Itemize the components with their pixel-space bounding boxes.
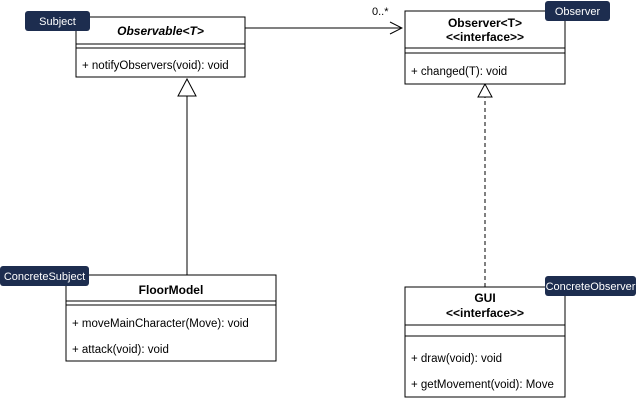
association-multiplicity: 0..* [372,6,389,18]
class-observable-method: + notifyObservers(void): void [82,60,229,72]
role-tag-concrete-subject-label: ConcreteSubject [4,271,85,283]
class-observable[interactable]: Observable<T> + notifyObservers(void): v… [75,16,246,78]
role-tag-concrete-observer-label: ConcreteObserver [546,281,636,293]
class-observer[interactable]: Observer<T> <<interface>> + changed(T): … [404,10,566,85]
realization-arrowhead [477,82,493,98]
class-floormodel-method: + moveMainCharacter(Move): void [72,318,249,330]
role-tag-observer[interactable]: Observer [545,1,610,21]
role-tag-observer-label: Observer [555,6,601,18]
class-gui-method: + draw(void): void [411,353,502,365]
class-observable-title: Observable<T> [117,24,204,38]
inheritance-arrowhead [177,77,197,97]
role-tag-subject[interactable]: Subject [25,11,90,31]
class-observer-title: Observer<T> [448,16,522,30]
role-tag-concrete-subject[interactable]: ConcreteSubject [0,266,89,286]
role-tag-concrete-observer[interactable]: ConcreteObserver [545,276,636,296]
class-gui[interactable]: GUI <<interface>> + draw(void): void + g… [404,286,566,398]
class-floormodel-method: + attack(void): void [72,344,169,356]
class-floormodel[interactable]: FloorModel + moveMainCharacter(Move): vo… [65,274,277,362]
class-observer-method: + changed(T): void [411,66,507,78]
class-gui-stereotype: <<interface>> [446,306,524,320]
class-gui-method: + getMovement(void): Move [411,379,554,391]
class-gui-title: GUI [474,291,495,305]
role-tag-subject-label: Subject [39,16,76,28]
class-floormodel-title: FloorModel [139,283,204,297]
class-observer-stereotype: <<interface>> [446,30,524,44]
